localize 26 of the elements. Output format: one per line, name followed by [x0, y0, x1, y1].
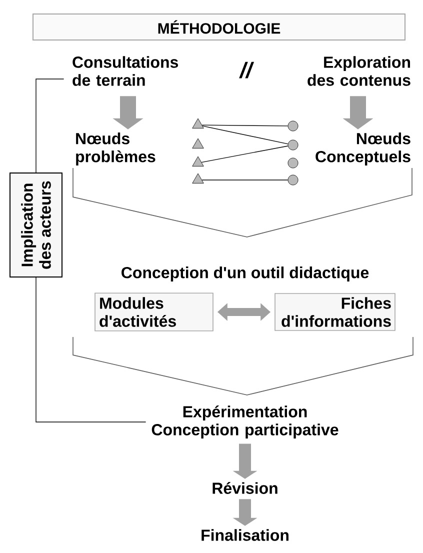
connector-line	[202, 124, 288, 126]
rotated-label-box: Implication des acteurs	[10, 172, 62, 278]
triangle-marker	[192, 118, 204, 128]
connector-line	[36, 78, 64, 173]
dot-marker	[288, 158, 298, 168]
step-label: Révision	[212, 482, 278, 494]
title-banner: MÉTHODOLOGIE	[32, 14, 406, 40]
step-label: Consultations de terrain	[72, 56, 178, 86]
step-label: Exploration des contenus	[308, 56, 410, 86]
dot-marker	[288, 140, 298, 150]
step-label: Conception d'un outil didactique	[122, 266, 369, 282]
step-label: Nœuds Conceptuels	[316, 132, 410, 166]
process-box: Fiches d'informations	[274, 293, 396, 331]
parallel-mark: //	[239, 62, 254, 78]
connector-line	[36, 277, 146, 422]
dot-marker	[288, 174, 298, 186]
triangle-marker	[192, 156, 204, 166]
process-box: Modules d'activités	[94, 292, 214, 332]
triangle-marker	[192, 138, 204, 148]
connector-line	[201, 146, 288, 163]
triangle-marker	[192, 173, 204, 184]
step-label: Expérimentation Conception participative	[152, 405, 338, 439]
connector-line	[202, 126, 288, 144]
step-label: Nœuds problèmes	[76, 132, 156, 166]
dot-marker	[288, 120, 298, 132]
step-label: Finalisation	[202, 529, 288, 541]
